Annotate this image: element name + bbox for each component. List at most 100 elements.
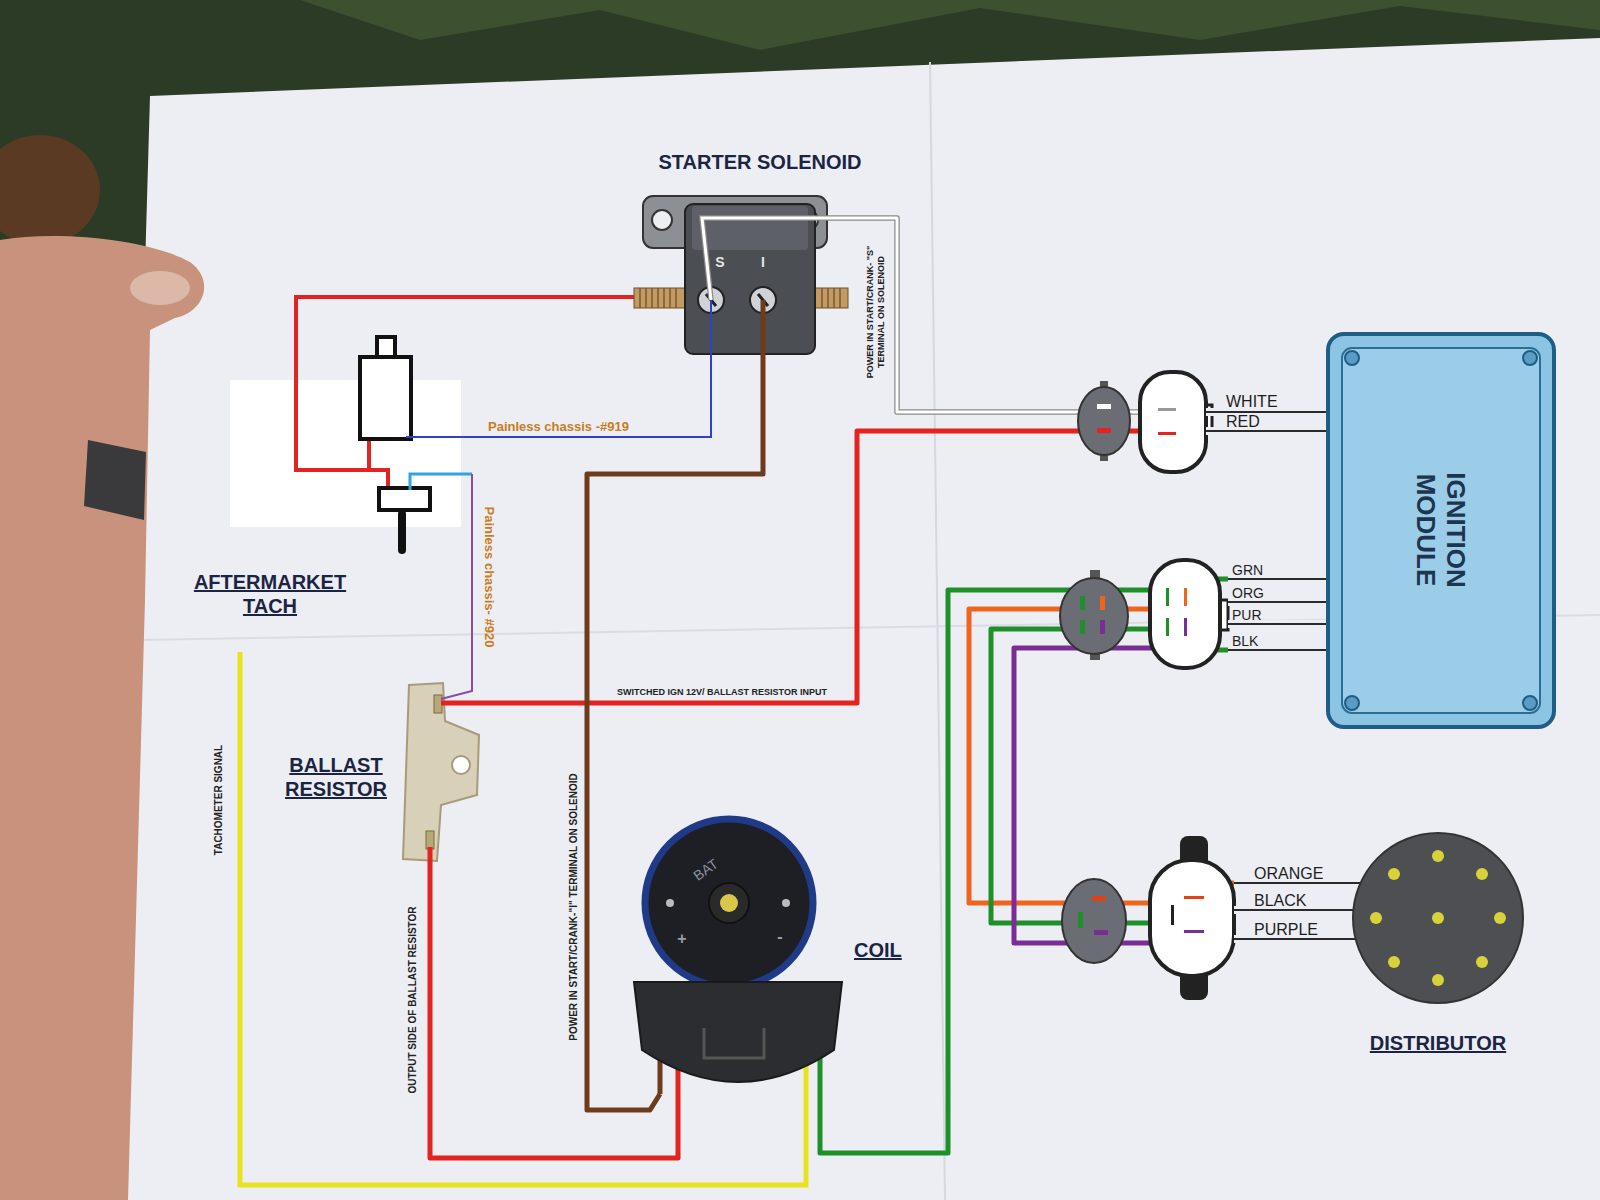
starter-solenoid: STARTER SOLENOIDSI — [630, 188, 850, 358]
rect-shape — [1184, 618, 1187, 636]
line-shape — [1228, 578, 1330, 580]
circle-shape — [1353, 833, 1523, 1003]
ignition-switch-panel — [230, 380, 461, 527]
circle-shape — [1476, 956, 1488, 968]
line-shape — [1206, 411, 1330, 413]
rect-shape — [1184, 588, 1187, 606]
circle-shape — [1388, 956, 1400, 968]
distributor-title: DISTRIBUTOR — [1341, 1031, 1535, 1055]
part-title: AFTERMARKET TACH — [180, 570, 360, 618]
line-shape — [1234, 909, 1365, 911]
ellipse-shape — [1078, 387, 1130, 455]
circle-shape — [782, 899, 790, 907]
wire-line — [820, 579, 1326, 1153]
path-shape — [822, 288, 840, 308]
ballast-resistor: BALLAST RESISTOR — [403, 683, 481, 863]
terminal-letter: S — [713, 254, 727, 271]
rect-shape — [1328, 334, 1554, 727]
wire-label: POWER IN START/CRANK- "S" TERMINAL ON SO… — [865, 232, 887, 392]
rect-shape — [1092, 896, 1106, 901]
wire-label: SWITCHED IGN 12V/ BALLAST RESISTOR INPUT — [617, 687, 827, 698]
pin-name: BLK — [1232, 634, 1258, 649]
plug-pair-distributor — [1062, 836, 1365, 1000]
line-shape — [1228, 601, 1330, 603]
pin-name: RED — [1226, 413, 1260, 430]
line-shape — [428, 847, 433, 863]
rect-shape — [1158, 432, 1176, 435]
rect-shape — [812, 288, 848, 308]
rect-shape — [634, 288, 688, 308]
circle-shape — [1476, 868, 1488, 880]
wire-label: TACHOMETER SIGNAL — [213, 745, 225, 855]
coil-symbol — [634, 814, 842, 1094]
brown-object — [0, 135, 100, 245]
pin-name: ORG — [1232, 586, 1264, 601]
wire-label: Painless chassis- #920 — [482, 507, 497, 648]
circle-shape — [1345, 351, 1359, 365]
line-shape — [710, 300, 712, 358]
module-title: IGNITION MODULE — [1411, 430, 1471, 630]
terminal-letter: I — [756, 254, 770, 271]
path-shape — [704, 1028, 764, 1058]
circle-shape — [709, 883, 749, 923]
resistor-symbol — [403, 683, 481, 863]
circle-shape — [652, 210, 672, 230]
distributor-cap — [1351, 831, 1525, 1005]
solenoid-symbol — [630, 188, 850, 358]
line-shape — [1234, 882, 1365, 884]
circle-shape — [1432, 912, 1444, 924]
terminal-mark: - — [777, 927, 782, 946]
ellipse-shape — [1062, 879, 1126, 963]
wire-label: POWER IN START/CRANK-"I" TERMINAL ON SOL… — [568, 773, 580, 1040]
rect-shape — [1171, 905, 1174, 925]
circle-shape — [645, 819, 813, 987]
switch-base — [379, 488, 430, 510]
rect-shape — [1097, 404, 1111, 409]
polyline-shape — [702, 218, 850, 300]
pin-name: WHITE — [1226, 393, 1278, 410]
ignition-switch — [360, 357, 411, 439]
rect-shape — [1100, 620, 1105, 634]
rect-shape — [1078, 912, 1083, 928]
wire-label: Painless chassis -#919 — [488, 419, 629, 434]
rect-shape — [1158, 408, 1176, 411]
paper-fold — [930, 62, 945, 1200]
ignition-module: IGNITION MODULE — [1326, 332, 1556, 729]
rect-shape — [1184, 896, 1204, 899]
line-shape — [1228, 623, 1330, 625]
line-shape — [1206, 430, 1330, 432]
hand — [0, 236, 204, 1200]
line-shape — [441, 701, 481, 706]
line-shape — [761, 300, 766, 358]
battery-wire — [296, 297, 634, 470]
ellipse-shape — [1060, 578, 1128, 654]
plug-pair-signal — [1060, 560, 1330, 668]
rect-shape — [692, 206, 808, 250]
rect-shape — [434, 695, 442, 713]
wire-line — [850, 218, 1326, 412]
wire-connector — [820, 579, 1326, 1153]
circle-shape — [1345, 696, 1359, 710]
rect-shape — [1166, 588, 1169, 606]
path-shape — [640, 288, 676, 308]
terminal-mark: + — [677, 929, 686, 948]
pin-name: ORANGE — [1254, 865, 1323, 882]
polyline-shape — [441, 683, 472, 699]
circle-shape — [1432, 850, 1444, 862]
wire-connector — [850, 218, 1326, 412]
circle-shape — [1432, 974, 1444, 986]
pin-name: PURPLE — [1254, 921, 1318, 938]
ignition-coil: BAT+-COIL — [634, 814, 842, 1094]
circle-shape — [1494, 912, 1506, 924]
tach-wire — [240, 652, 806, 1185]
circle-shape — [452, 756, 470, 774]
paper-sheet — [118, 38, 1600, 1200]
polyline-shape — [702, 218, 850, 300]
circle-shape — [720, 894, 738, 912]
rect-shape — [1100, 596, 1105, 610]
pin-name: GRN — [1232, 563, 1263, 578]
rect-shape — [1150, 860, 1234, 976]
circle-shape — [1523, 351, 1537, 365]
rect-shape — [1080, 596, 1085, 610]
